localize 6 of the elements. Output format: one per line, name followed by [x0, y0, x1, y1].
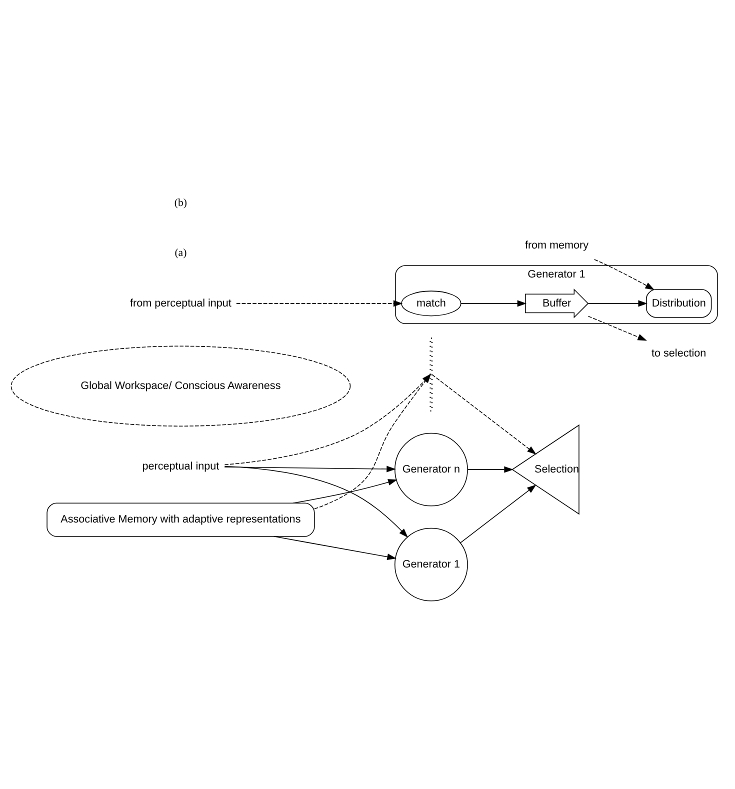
node-text: from perceptual input: [130, 296, 232, 309]
label: (b): [174, 196, 188, 208]
label: (a): [174, 246, 187, 259]
node-text: perceptual input: [142, 460, 220, 472]
node-text: to selection: [652, 347, 706, 360]
node-text: from memory: [524, 238, 589, 251]
